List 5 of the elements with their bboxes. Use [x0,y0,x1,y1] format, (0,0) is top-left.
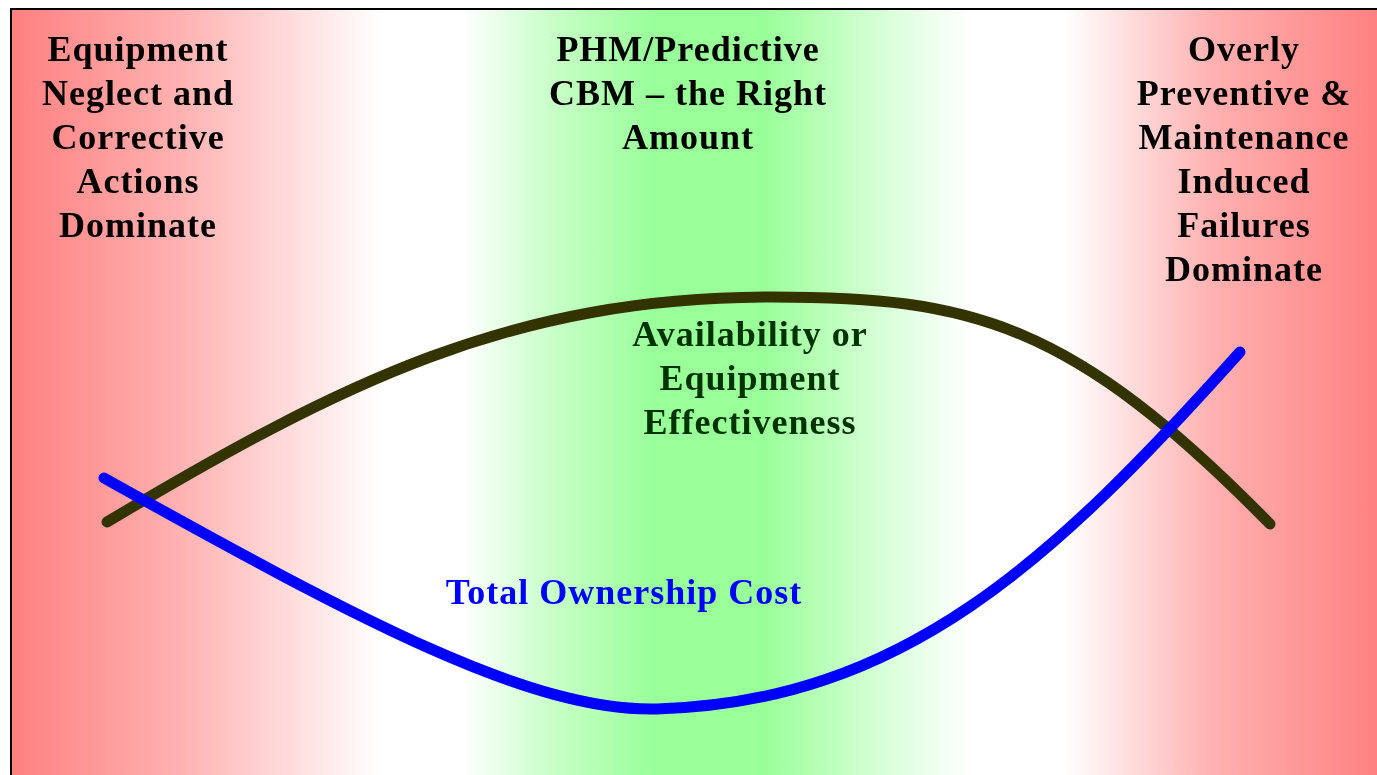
region-heading: Equipment Neglect and Corrective Actions Dominate [41,28,235,247]
curve-label: Total Ownership Cost [444,571,804,614]
region-heading: Overly Preventive & Maintenance Induced Failures Dominate [1135,28,1353,291]
region-heading: PHM/Predictive CBM – the Right Amount [548,28,828,159]
curve-label: Availability or Equipment Effectiveness [631,313,869,444]
